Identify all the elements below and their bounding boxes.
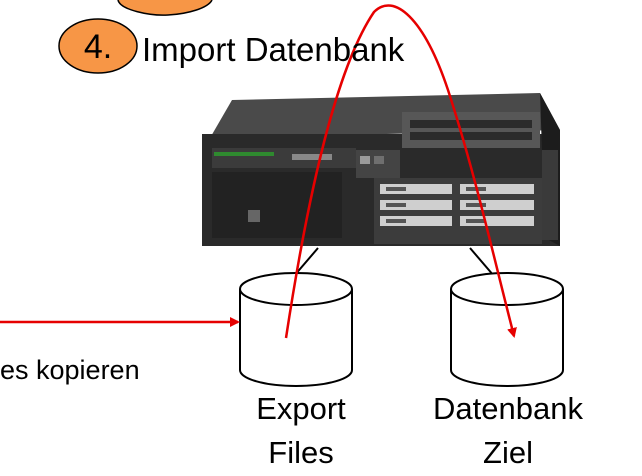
connector-line-right [469,247,495,277]
disk-label-line2: Files [268,435,334,470]
copy-label: es kopieren [0,355,140,385]
database-cylinder-icon [239,272,353,387]
rack-server-icon [202,93,560,246]
disk-label-line1: Datenbank [433,391,583,426]
step-bubble [58,18,138,74]
step-number: 4. [83,28,113,66]
previous-step-bubble [117,0,213,16]
import-arrow [284,4,517,339]
database-cylinder-icon [450,272,564,387]
disk-label-line2: Ziel [483,435,533,470]
step-title: Import Datenbank [142,31,405,68]
disk-label-line1: Export [256,391,346,426]
